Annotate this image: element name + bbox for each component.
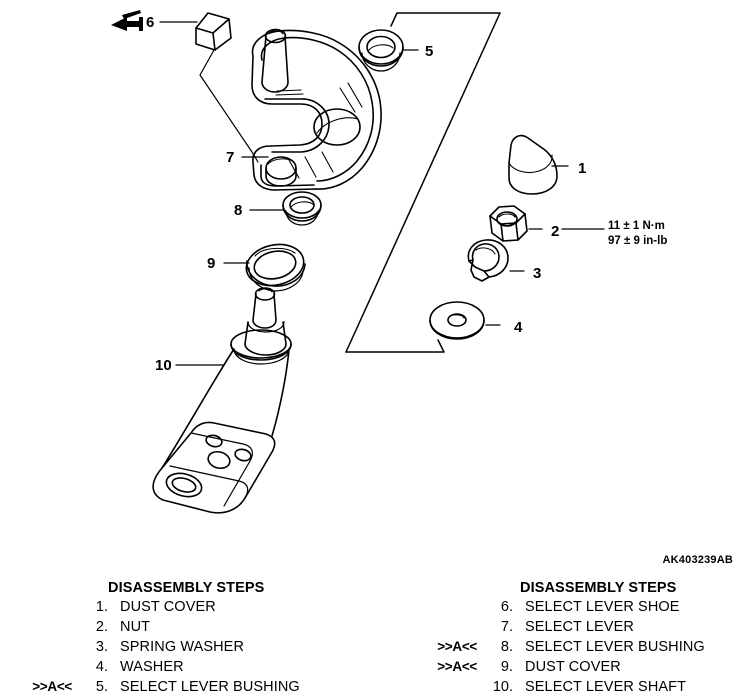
legend-row: >>A<< 9. DUST COVER <box>405 659 741 679</box>
part-select-lever-bushing-8 <box>282 191 322 226</box>
legend-label: NUT <box>120 619 151 635</box>
assembly-guide-bracket <box>345 12 501 353</box>
legend-title-left: DISASSEMBLY STEPS <box>108 580 265 596</box>
legend-row: 7. SELECT LEVER <box>405 619 741 639</box>
callout-9: 9 <box>207 255 216 272</box>
part-spring-washer <box>467 239 509 282</box>
torque-specification: 11 ± 1 N·m 97 ± 9 in-lb <box>608 219 667 249</box>
callout-5: 5 <box>425 43 434 60</box>
callout-8: 8 <box>234 202 243 219</box>
legend-index: 9. <box>500 659 513 675</box>
legend-label: SPRING WASHER <box>120 639 245 655</box>
exploded-parts-diagram: 1 2 3 4 5 6 7 8 9 10 11 ± 1 N·m 97 ± 9 i… <box>111 10 667 514</box>
drawing-code: AK403239AB <box>662 554 733 566</box>
part-nut <box>489 205 528 242</box>
legend-label: SELECT LEVER BUSHING <box>525 639 705 655</box>
legend-index: 6. <box>500 599 513 615</box>
legend-index: 5. <box>95 679 108 695</box>
part-dust-cover-1 <box>508 134 558 195</box>
callout-3: 3 <box>533 265 542 282</box>
legend-row: 10. SELECT LEVER SHAFT <box>405 679 741 699</box>
legend-index: 10. <box>492 679 513 695</box>
torque-metric: 11 ± 1 N·m <box>608 220 665 232</box>
part-select-lever <box>251 28 382 191</box>
callout-10: 10 <box>155 357 172 374</box>
diagram-linework <box>111 10 605 514</box>
callout-2: 2 <box>551 223 560 240</box>
legend-index: 2. <box>95 619 108 635</box>
part-washer <box>429 301 485 340</box>
legend-index: 4. <box>95 659 108 675</box>
callout-7: 7 <box>226 149 235 166</box>
legend-label: WASHER <box>120 659 184 675</box>
legend-row: 3. SPRING WASHER <box>0 639 360 659</box>
legend-row: 2. NUT <box>0 619 360 639</box>
shoe-alignment-line <box>199 49 259 163</box>
legend-label: SELECT LEVER SHOE <box>525 599 680 615</box>
legend-row: 4. WASHER <box>0 659 360 679</box>
legend-row: 6. SELECT LEVER SHOE <box>405 599 741 619</box>
legend-label: DUST COVER <box>120 599 216 615</box>
legend-row: >>A<< 8. SELECT LEVER BUSHING <box>405 639 741 659</box>
legend-row: >>A<< 5. SELECT LEVER BUSHING <box>0 679 360 699</box>
legend-index: 8. <box>500 639 513 655</box>
legend-index: 3. <box>95 639 108 655</box>
disassembly-steps-legend: DISASSEMBLY STEPS 1. DUST COVER 2. NUT 3… <box>0 578 741 699</box>
legend-mark: >>A<< <box>437 639 477 654</box>
legend-label: SELECT LEVER <box>525 619 634 635</box>
callout-4: 4 <box>514 319 523 336</box>
grease-arrow-icon <box>111 10 143 31</box>
legend-mark: >>A<< <box>437 659 477 674</box>
part-select-lever-bushing-5 <box>358 29 404 72</box>
part-select-lever-shoe <box>195 12 232 51</box>
legend-title-right: DISASSEMBLY STEPS <box>520 580 677 596</box>
legend-mark: >>A<< <box>32 679 72 694</box>
legend-index: 1. <box>95 599 108 615</box>
legend-label: SELECT LEVER SHAFT <box>525 679 687 695</box>
legend-label: SELECT LEVER BUSHING <box>120 679 300 695</box>
torque-imperial: 97 ± 9 in-lb <box>608 235 668 247</box>
legend-index: 7. <box>500 619 513 635</box>
part-dust-cover-9 <box>245 243 306 292</box>
legend-column-left: DISASSEMBLY STEPS 1. DUST COVER 2. NUT 3… <box>0 578 360 699</box>
callout-6: 6 <box>146 14 155 31</box>
legend-label: DUST COVER <box>525 659 621 675</box>
callout-1: 1 <box>578 160 587 177</box>
legend-column-right: DISASSEMBLY STEPS 6. SELECT LEVER SHOE 7… <box>405 578 741 699</box>
part-select-lever-shaft <box>152 287 292 514</box>
legend-row: 1. DUST COVER <box>0 599 360 619</box>
